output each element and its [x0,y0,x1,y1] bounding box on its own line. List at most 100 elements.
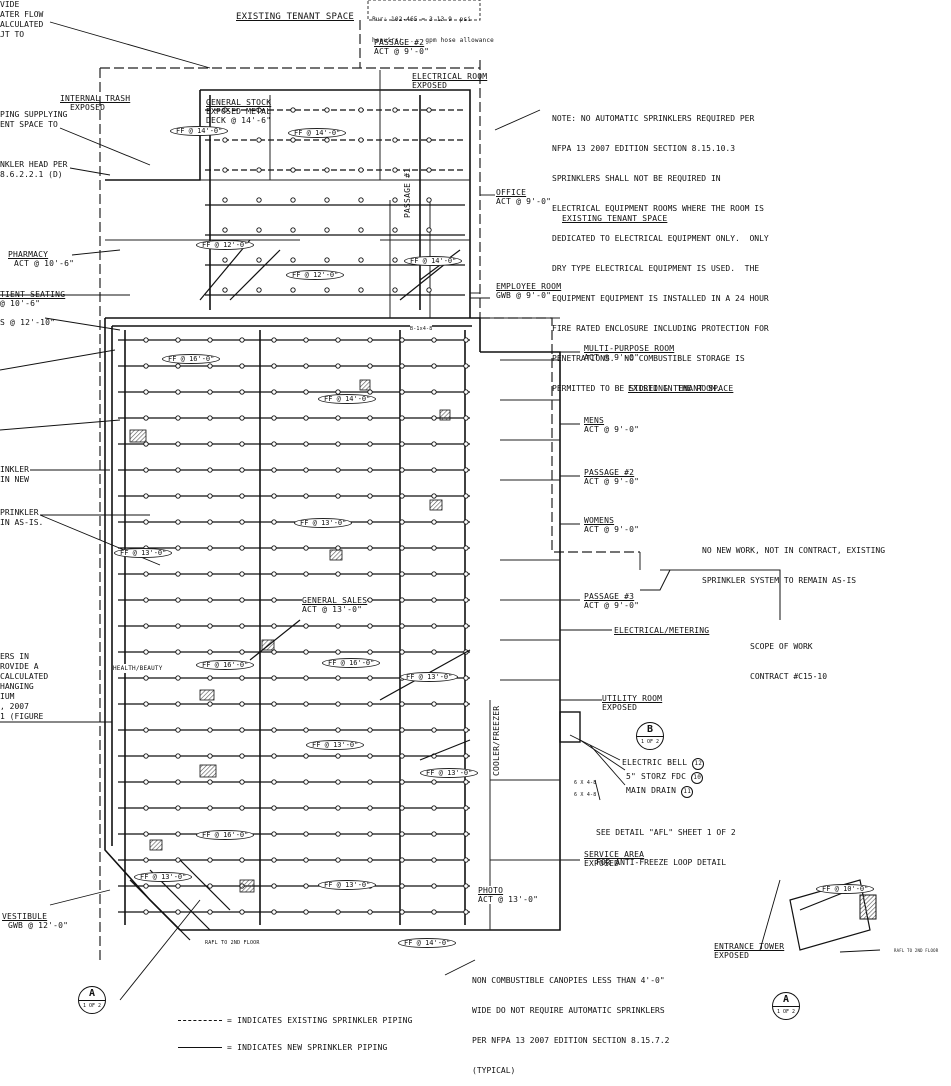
sprinkler-head [239,701,245,707]
sprinkler-head [367,571,373,577]
sprinkler-head [303,363,309,369]
room-passage-2-top-ceiling: ACT @ 9'-0" [374,47,430,56]
sprinkler-head [463,545,469,551]
sprinkler-head [256,137,262,143]
note-nfpa-electrical: NOTE: NO AUTOMATIC SPRINKLERS REQUIRED P… [552,94,769,404]
sprinkler-head [143,519,149,525]
shelving-hatch [149,839,163,851]
sprinkler-head [207,337,213,343]
sprinkler-head [239,909,245,915]
callout-afl-detail: SEE DETAIL "AFL" SHEET 1 OF 2 FOR ANTI-F… [596,808,736,878]
sprinkler-head [463,753,469,759]
sprinkler-head [431,389,437,395]
shelving-hatch [429,499,443,511]
sprinkler-head [143,753,149,759]
room-entrance-tower-ceiling: EXPOSED [714,951,750,960]
sprinkler-head [426,107,432,113]
room-patient-seating: TIENT SEATING@ 10'-6" [0,290,65,308]
sprinkler-head [431,441,437,447]
sprinkler-head [463,441,469,447]
sprinkler-head [463,415,469,421]
sprinkler-head [367,623,373,629]
left-note-2-line: PING SUPPLYING [0,110,68,119]
sprinkler-head [358,137,364,143]
sprinkler-head [335,623,341,629]
room-employee-room-name: EMPLOYEE ROOM [496,282,562,291]
scope-line: CONTRACT #C15-10 [750,672,828,681]
sprinkler-head [399,493,405,499]
left-note-6-line: 1 (FIGURE [0,712,44,721]
sprinkler-head [303,857,309,863]
sprinkler-head [175,701,181,707]
sprinkler-head [431,597,437,603]
left-note-5-line: IN AS-IS. [0,518,44,527]
sprinkler-head [335,649,341,655]
callout-storz-fdc-label: 5" STORZ FDC [626,772,687,781]
sprinkler-head [463,363,469,369]
sprinkler-head [143,649,149,655]
sprinkler-head [239,597,245,603]
sprinkler-head [324,197,330,203]
note-line: DRY TYPE ELECTRICAL EQUIPMENT IS USED. T… [552,264,760,273]
sprinkler-head [271,415,277,421]
sprinkler-head [271,337,277,343]
room-patient-seating-name: TIENT SEATING [0,290,66,299]
sprinkler-head [207,805,213,811]
left-note-6-line: ROVIDE A [0,662,39,671]
callout-electric-bell-label: ELECTRIC BELL [622,758,688,767]
sprinkler-head [175,623,181,629]
left-note-6-line: CALCULATED [0,672,49,681]
sprinkler-head [239,545,245,551]
sprinkler-head [143,597,149,603]
callout-number-badge: 10 [691,772,704,784]
callout-number-badge: 11 [681,786,694,798]
room-general-sales-name: GENERAL SALES [302,596,368,605]
sprinkler-head [335,779,341,785]
sprinkler-head [399,909,405,915]
elevation-tag: FF @ 13'-0" [400,672,459,682]
left-note-4-line: INKLER [0,465,29,474]
sprinkler-head [399,597,405,603]
hydraulic-summary: Pur: 102-465 = 3 13 9 psi hepuirs: ... g… [372,2,494,51]
legend-item-existing: = INDICATES EXISTING SPRINKLER PIPING [178,1016,413,1025]
sprinkler-head [335,753,341,759]
room-general-stock-ceiling-1: EXPOSED METAL [206,107,272,116]
room-existing-tenant-mid: EXISTING TENANT SPACE [628,384,734,393]
sprinkler-head [399,519,405,525]
sprinkler-head [143,363,149,369]
sprinkler-head [463,883,469,889]
shelving-hatch [359,379,371,391]
sprinkler-head [175,779,181,785]
note-no-new-work: NO NEW WORK, NOT IN CONTRACT, EXISTING S… [702,526,885,596]
left-note-4-line: IN NEW [0,475,29,484]
room-service-area-ceiling: EXPOSED [584,859,620,868]
room-photo-name: PHOTO [478,886,504,895]
sprinkler-head [392,107,398,113]
sprinkler-head [207,649,213,655]
sprinkler-head [222,137,228,143]
sprinkler-head [358,287,364,293]
shelving-hatch [439,409,451,421]
sprinkler-head [290,287,296,293]
sprinkler-head [175,363,181,369]
sprinkler-head [303,675,309,681]
sprinkler-head [239,805,245,811]
sprinkler-head [431,727,437,733]
sprinkler-head [271,389,277,395]
sprinkler-head [239,857,245,863]
sprinkler-head [207,623,213,629]
sprinkler-head [399,363,405,369]
detail-bubble-letter: A [79,987,105,1001]
elevation-tag: FF @ 12'-0" [196,240,255,250]
sprinkler-head [367,545,373,551]
sprinkler-head [239,571,245,577]
note-line: WIDE DO NOT REQUIRE AUTOMATIC SPRINKLERS [472,1006,665,1015]
